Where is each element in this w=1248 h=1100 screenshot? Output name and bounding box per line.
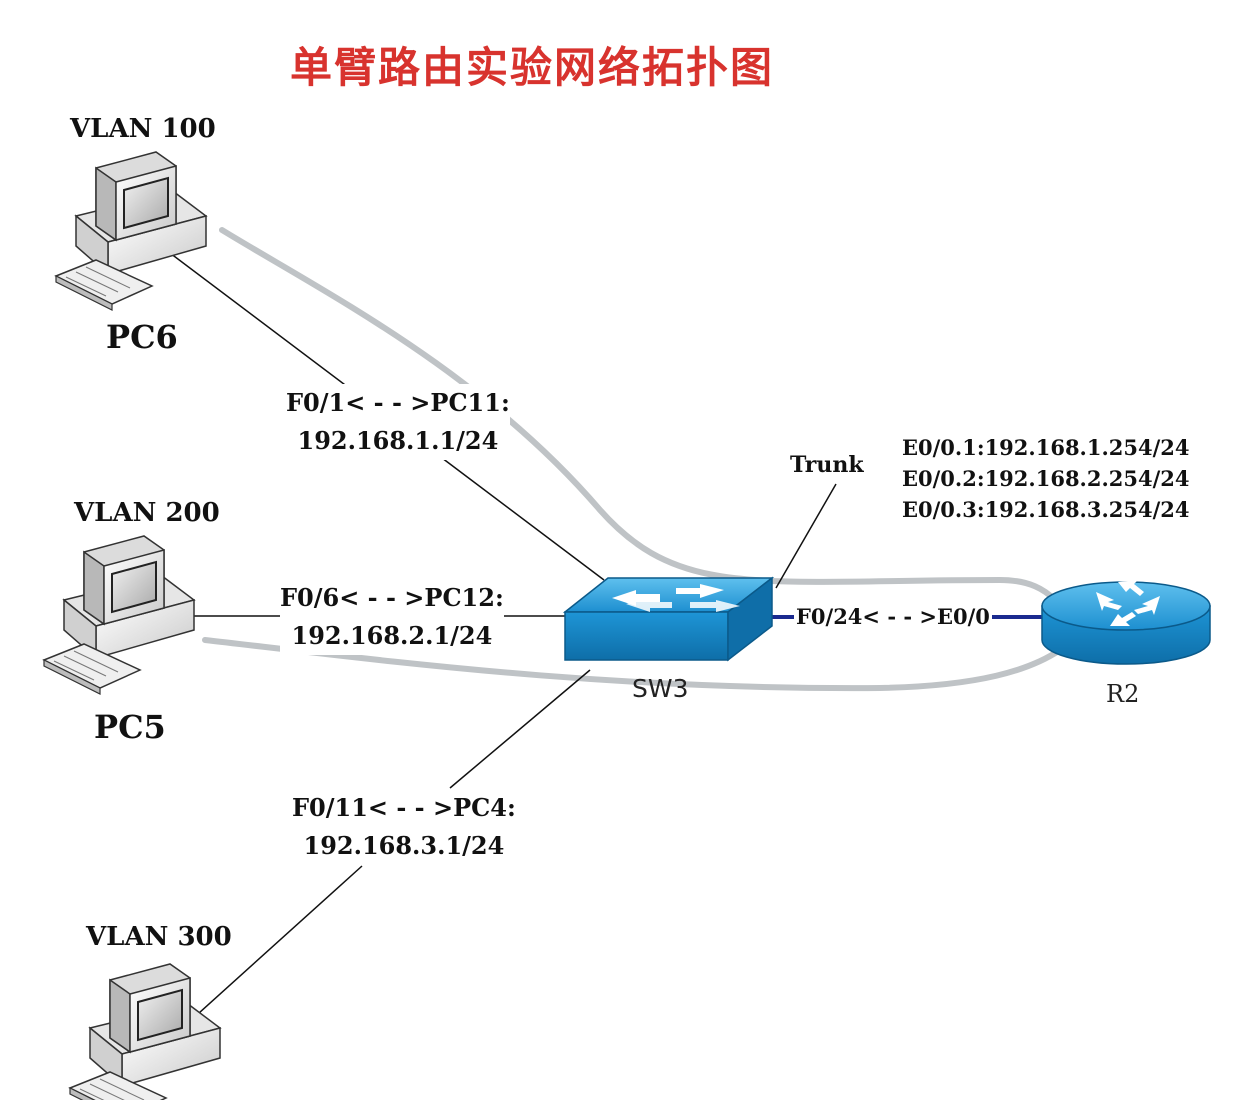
diagram-title: 单臂路由实验网络拓扑图 <box>290 43 775 92</box>
cable-pc5-router <box>202 637 1063 692</box>
link-label-pc4: F0/11< - - >PC4: 192.168.3.1/24 <box>292 789 516 865</box>
link-label-pc6-ip: 192.168.1.1/24 <box>297 426 499 455</box>
pc5-icon <box>43 535 195 695</box>
trunk-port-label: F0/24< - - >E0/0 <box>794 604 992 629</box>
switch-sw3-icon <box>562 576 775 662</box>
pc5-name-label: PC5 <box>94 708 166 746</box>
link-label-pc5: F0/6< - - >PC12: 192.168.2.1/24 <box>280 579 504 655</box>
link-label-pc5-ports: F0/6< - - >PC12: <box>280 583 504 612</box>
pc4-vlan-label: VLAN 300 <box>86 922 232 952</box>
trunk-label: Trunk <box>790 452 864 478</box>
link-label-pc6: F0/1< - - >PC11: 192.168.1.1/24 <box>286 384 510 460</box>
link-label-pc4-ip: 192.168.3.1/24 <box>303 831 505 860</box>
link-label-pc5-ip: 192.168.2.1/24 <box>291 621 493 650</box>
pc4-icon <box>69 963 221 1100</box>
router-subinterface-list: E0/0.1:192.168.1.254/24 E0/0.2:192.168.2… <box>902 432 1190 525</box>
pc5-vlan-label: VLAN 200 <box>74 498 220 528</box>
router-r2-icon <box>1041 580 1211 665</box>
cable-pc6-router <box>219 227 1058 603</box>
router-name-label: R2 <box>1106 680 1140 708</box>
pointer-line-trunk <box>775 483 837 589</box>
pc6-icon <box>55 151 207 311</box>
link-label-pc4-ports: F0/11< - - >PC4: <box>292 793 516 822</box>
subinterface-1: E0/0.1:192.168.1.254/24 <box>902 435 1190 460</box>
subinterface-2: E0/0.2:192.168.2.254/24 <box>902 466 1190 491</box>
subinterface-3: E0/0.3:192.168.3.254/24 <box>902 497 1190 522</box>
switch-name-label: SW3 <box>632 674 689 703</box>
pointer-line-pc4-upper <box>449 669 591 789</box>
link-label-pc6-ports: F0/1< - - >PC11: <box>286 388 510 417</box>
pc6-name-label: PC6 <box>106 318 178 356</box>
pc6-vlan-label: VLAN 100 <box>70 114 216 144</box>
